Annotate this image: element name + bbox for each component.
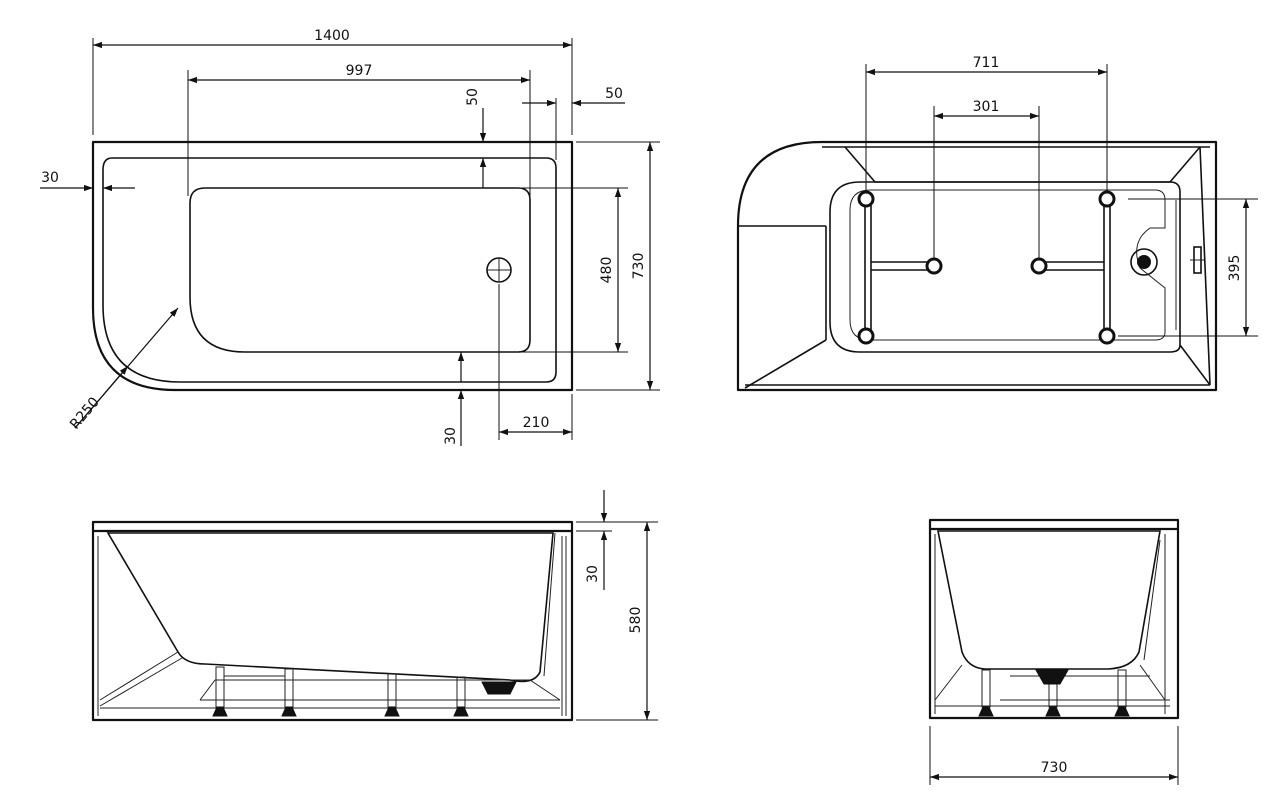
dim-front-rim-label: 30	[585, 565, 601, 583]
dim-leg-depth-label: 395	[1227, 255, 1243, 282]
dim-front-height: 580	[576, 522, 658, 721]
dim-drain-offset: 210	[498, 284, 573, 440]
bottom-view: 711 301 395	[736, 55, 1258, 392]
dim-side-width-label: 730	[1041, 760, 1068, 776]
dim-rim-bottom-label: 30	[443, 427, 459, 445]
dim-inner-length: 997	[187, 63, 531, 196]
bottom-view-floor	[849, 189, 1166, 341]
bottom-view-top-apron	[844, 146, 1201, 183]
dim-corner-radius-label: R250	[67, 394, 103, 432]
bottom-view-legs	[857, 190, 1116, 345]
dim-rim-right: 50	[522, 86, 625, 160]
side-elevation-body	[937, 530, 1161, 670]
top-view: 1400 997 50 50 30	[40, 28, 660, 446]
dim-drain-offset-label: 210	[523, 415, 550, 431]
front-elevation-legs	[212, 666, 469, 717]
front-elevation: 30 580	[91, 490, 658, 722]
front-elevation-frame	[91, 529, 574, 722]
dim-rim-right-label: 50	[605, 86, 623, 102]
dim-rim-left-label: 30	[41, 170, 59, 186]
dim-outer-leg-span: 711	[865, 55, 1108, 192]
top-view-inner-rim	[102, 157, 557, 383]
dim-rim-top-label: 50	[465, 88, 481, 106]
dim-rim-bottom: 30	[443, 352, 465, 446]
bottom-view-inner	[829, 181, 1181, 353]
dim-corner-radius: R250	[67, 307, 179, 433]
dim-leg-depth: 395	[1118, 198, 1258, 337]
side-elevation-legs	[978, 669, 1130, 717]
dim-inner-width: 480	[522, 187, 628, 353]
dim-overall-width-label: 730	[631, 253, 647, 280]
dim-overall-length-label: 1400	[314, 28, 350, 44]
front-elevation-rim	[91, 520, 574, 533]
dim-front-rim: 30	[576, 490, 658, 590]
dim-overall-width: 730	[576, 141, 660, 391]
side-elevation-frame	[928, 527, 1180, 720]
side-elevation: 730	[928, 518, 1180, 785]
dim-overall-length: 1400	[92, 28, 573, 135]
dim-side-width: 730	[929, 726, 1179, 785]
dim-rim-left: 30	[40, 170, 135, 192]
top-view-basin	[189, 187, 531, 353]
side-elevation-rim	[928, 518, 1180, 531]
dim-front-height-label: 580	[628, 607, 644, 634]
dim-outer-leg-span-label: 711	[973, 55, 1000, 71]
dim-rim-top: 50	[465, 88, 487, 188]
bottom-view-drain	[1130, 246, 1204, 276]
dim-inner-length-label: 997	[346, 63, 373, 79]
dim-inner-width-label: 480	[599, 257, 615, 284]
top-view-drain	[486, 257, 512, 283]
dim-inner-leg-span-label: 301	[973, 99, 1000, 115]
front-elevation-drain	[481, 681, 517, 695]
bottom-view-outline	[736, 140, 1218, 392]
front-elevation-body	[106, 532, 554, 683]
dim-inner-leg-span: 301	[933, 99, 1040, 259]
